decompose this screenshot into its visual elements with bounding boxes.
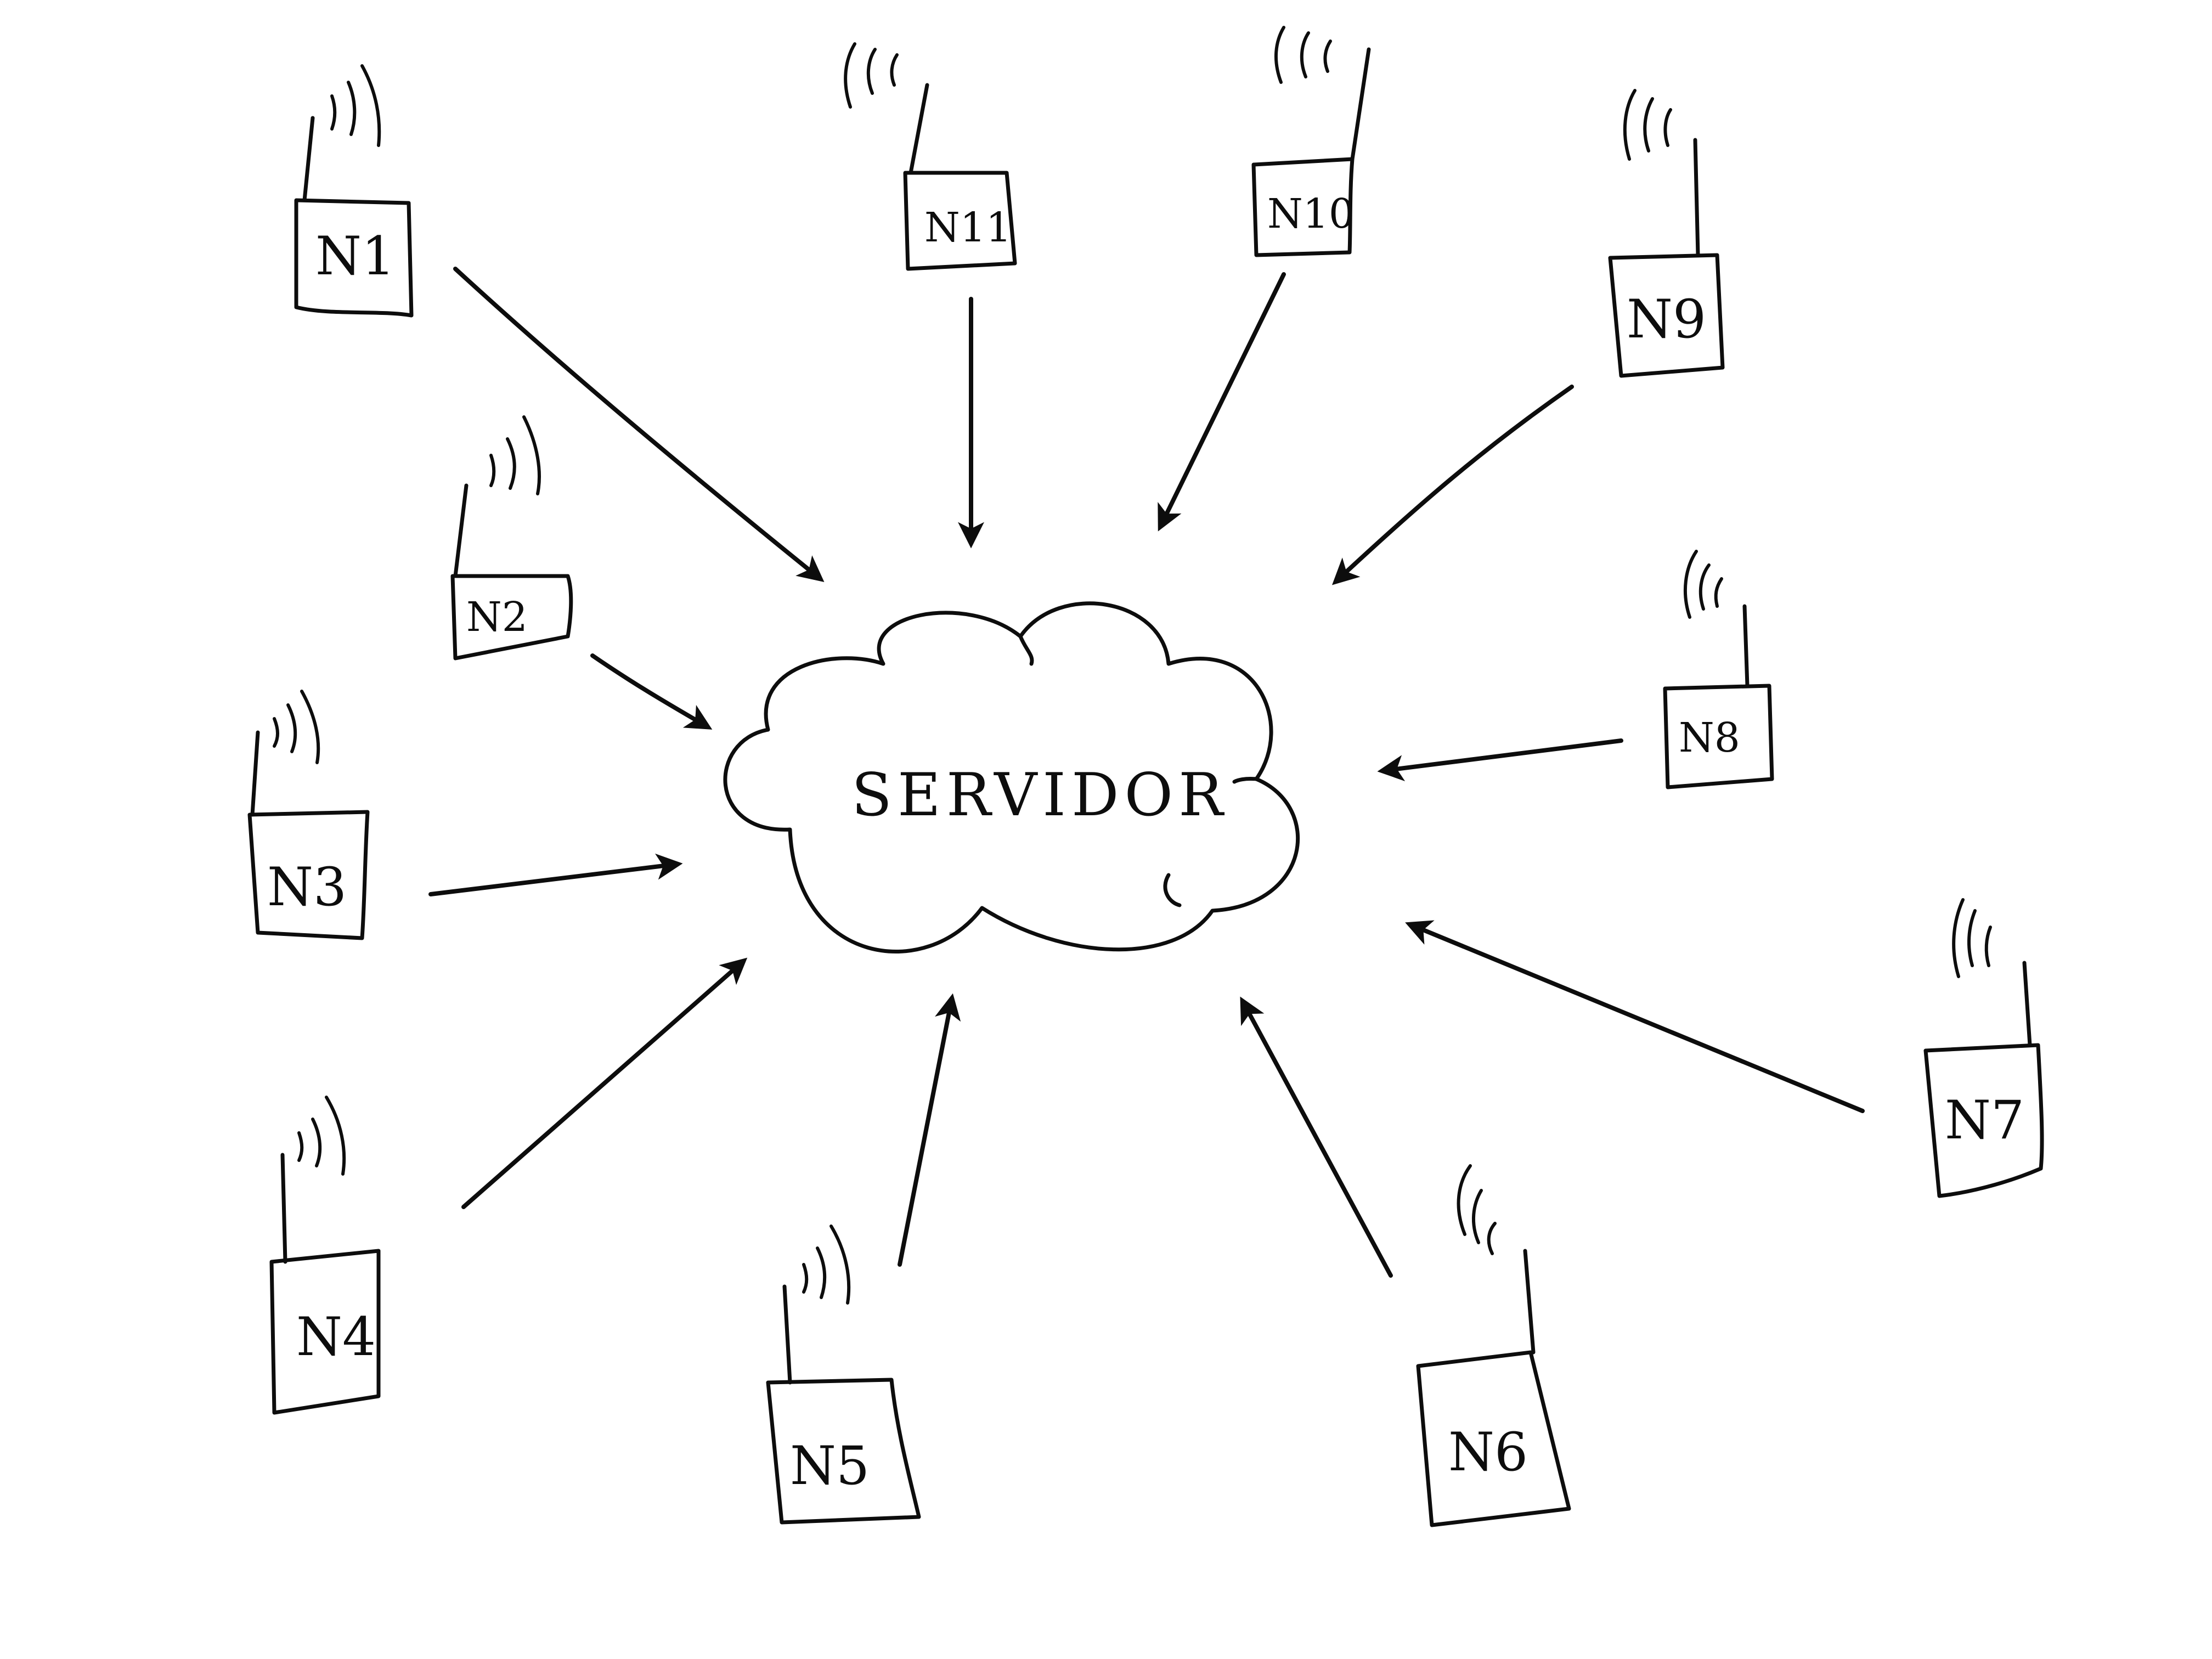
edges bbox=[428, 267, 1865, 1278]
node-box bbox=[903, 171, 1017, 271]
node-box bbox=[247, 810, 370, 940]
node-n11: N11 bbox=[844, 42, 1017, 271]
node-box bbox=[269, 1249, 381, 1415]
node-n6: N6 bbox=[1416, 1164, 1571, 1527]
node-n2: N2 bbox=[450, 415, 573, 661]
antenna-icon bbox=[909, 83, 929, 175]
arrow-n3 bbox=[428, 853, 683, 896]
node-label: N6 bbox=[1448, 1421, 1528, 1483]
cloud-inner-curl-bottom bbox=[1163, 873, 1182, 907]
node-box bbox=[294, 198, 414, 318]
node-box bbox=[1663, 684, 1774, 789]
signal-waves bbox=[330, 64, 381, 147]
antenna-icon bbox=[302, 116, 315, 202]
node-box bbox=[1251, 157, 1355, 257]
node-label: N9 bbox=[1627, 289, 1706, 350]
signal-waves bbox=[1684, 550, 1723, 619]
antenna-icon bbox=[782, 1284, 792, 1385]
node-n1: N1 bbox=[294, 64, 414, 318]
server-label: SERVIDOR bbox=[851, 761, 1228, 830]
signal-waves bbox=[297, 1096, 346, 1176]
arrow-n2 bbox=[590, 653, 713, 730]
antenna-icon bbox=[250, 730, 260, 817]
signal-waves bbox=[844, 42, 899, 109]
node-box bbox=[450, 574, 573, 661]
arrow-n7 bbox=[1405, 920, 1865, 1113]
arrow-n9 bbox=[1331, 385, 1574, 585]
node-n5: N5 bbox=[766, 1224, 921, 1525]
node-n7: N7 bbox=[1923, 898, 2044, 1198]
node-box bbox=[766, 1378, 921, 1525]
signal-waves bbox=[489, 415, 541, 495]
antenna-icon bbox=[1350, 47, 1371, 161]
antenna-icon bbox=[1742, 604, 1750, 688]
node-n9: N9 bbox=[1608, 89, 1725, 378]
node-label: N11 bbox=[924, 204, 1012, 251]
node-n4: N4 bbox=[269, 1096, 381, 1415]
cloud-shape bbox=[723, 601, 1300, 954]
antenna-icon bbox=[1523, 1249, 1536, 1355]
node-box bbox=[1608, 253, 1725, 378]
arrow-n10 bbox=[1158, 272, 1286, 532]
server-cloud: SERVIDOR bbox=[723, 601, 1300, 954]
node-n3: N3 bbox=[247, 690, 370, 940]
node-label: N1 bbox=[315, 225, 395, 287]
node-label: N4 bbox=[296, 1306, 376, 1368]
arrow-n8 bbox=[1377, 738, 1623, 781]
node-label: N2 bbox=[466, 594, 528, 641]
node-label: N3 bbox=[267, 856, 347, 918]
antenna-icon bbox=[280, 1153, 287, 1264]
arrow-n4 bbox=[461, 957, 748, 1209]
node-box bbox=[1416, 1350, 1571, 1527]
signal-waves bbox=[1623, 89, 1672, 161]
signal-waves bbox=[1457, 1164, 1497, 1255]
signal-waves bbox=[1952, 898, 1992, 978]
arrow-n1 bbox=[453, 267, 825, 583]
arrow-n6 bbox=[1240, 996, 1393, 1278]
cloud-inner-curl-top bbox=[1018, 634, 1034, 666]
cloud-inner-curl-right bbox=[1232, 777, 1259, 784]
antenna-icon bbox=[2022, 961, 2032, 1047]
antenna-icon bbox=[1693, 138, 1700, 257]
node-label: N10 bbox=[1267, 190, 1355, 238]
antenna-icon bbox=[453, 483, 469, 578]
node-box bbox=[1923, 1043, 2044, 1198]
arrow-n5 bbox=[898, 993, 961, 1267]
node-n10: N10 bbox=[1251, 26, 1371, 257]
node-n8: N8 bbox=[1663, 550, 1774, 789]
signal-waves bbox=[802, 1224, 851, 1305]
signal-waves bbox=[1274, 26, 1332, 84]
node-label: N7 bbox=[1945, 1090, 2024, 1151]
node-label: N5 bbox=[790, 1435, 870, 1497]
signal-waves bbox=[273, 690, 320, 764]
node-label: N8 bbox=[1679, 714, 1740, 761]
